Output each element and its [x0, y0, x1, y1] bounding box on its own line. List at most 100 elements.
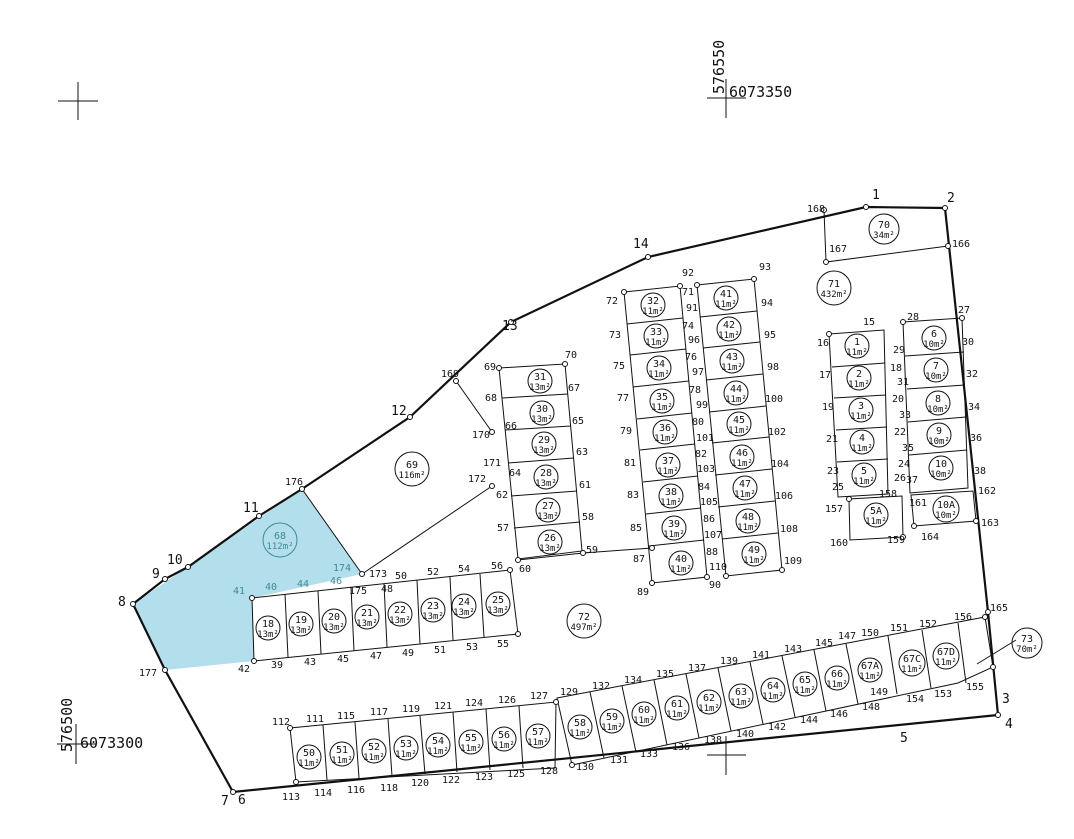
- parcel-number: 65: [799, 675, 811, 686]
- parcel-area: 10m²: [928, 437, 950, 447]
- parcel-circle-55: [458, 729, 484, 755]
- parcel-number: 41: [720, 289, 732, 300]
- parcel-area: 11m²: [730, 698, 752, 708]
- point-label-66: 66: [505, 421, 517, 432]
- vertex-layer: [130, 204, 1001, 795]
- point-label-21: 21: [826, 434, 838, 445]
- parcel-number: 19: [295, 615, 307, 626]
- parcel-68-highlight[interactable]: [133, 489, 362, 670]
- point-label-116: 116: [347, 785, 365, 796]
- parcel-area: 11m²: [645, 338, 667, 348]
- parcel-circle-4: [849, 429, 875, 455]
- point-label-31: 31: [897, 377, 909, 388]
- parcel-circle-71: [816, 270, 852, 306]
- point-label-56: 56: [491, 561, 503, 572]
- parcel-area: 11m²: [848, 380, 870, 390]
- coord-left-northing: 6073300: [80, 734, 143, 752]
- parcel-circle-29: [531, 431, 557, 457]
- parcel-number: 31: [534, 372, 546, 383]
- point-label-75: 75: [613, 361, 625, 372]
- point-label-68: 68: [485, 393, 497, 404]
- parcel-circle-6: [921, 325, 947, 351]
- point-label-42: 42: [238, 664, 250, 675]
- parcel-number: 68: [274, 531, 286, 542]
- parcel-circle-24: [451, 593, 477, 619]
- parcel-area: 11m²: [654, 434, 676, 444]
- parcel-number: 57: [532, 727, 544, 738]
- point-label-166: 166: [952, 239, 970, 250]
- point-label-146: 146: [830, 709, 848, 720]
